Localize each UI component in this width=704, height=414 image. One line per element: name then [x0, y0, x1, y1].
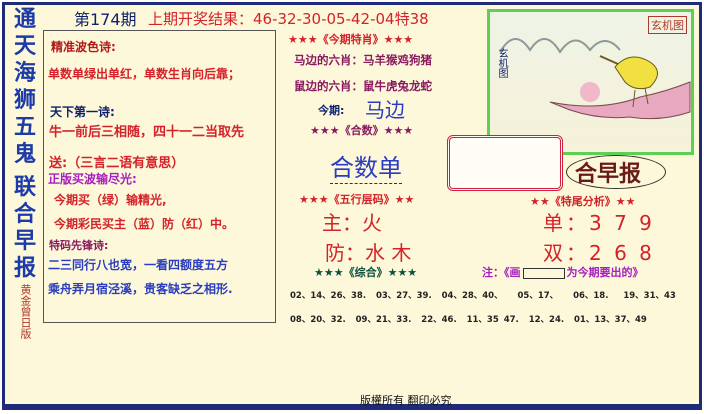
number-group: 22、46.	[421, 315, 457, 325]
numbers-row-2: 08、20、32. 09、21、33. 22、46. 11、35 47. 12、…	[290, 313, 647, 325]
highlight-frame	[447, 135, 563, 191]
this-issue-label: 今期:	[318, 104, 345, 117]
poem-title: 正版买波输尽光:	[48, 172, 137, 186]
number-group: 04、28、40、	[441, 291, 503, 301]
tail-header: ★★《特尾分析》★★	[530, 195, 636, 208]
edition-note: 黄金曾日版	[19, 284, 32, 339]
poem-line: 乘舟弄月宿泾溪，贵客缺乏之相形.	[48, 282, 233, 296]
masthead-vertical: 通 天 海 狮 五 鬼 联 合 早 报 黄金曾日版	[10, 6, 40, 339]
masthead-char: 合	[13, 201, 36, 227]
last-result-value: 46-32-30-05-42-04特38	[253, 10, 429, 28]
this-issue-value: 马边	[365, 98, 405, 122]
tail-even: 双：2 6 8	[543, 241, 655, 265]
number-group: 19、31、43	[623, 291, 676, 301]
masthead-char: 鬼	[13, 141, 36, 167]
number-group: 05、17、	[517, 291, 559, 301]
numbers-row-1: 02、14、26、38. 03、27、39. 04、28、40、 05、17、 …	[290, 289, 676, 301]
highlight-box-sample	[522, 267, 565, 279]
note-prefix: 注：《画	[482, 266, 521, 279]
poem-line: 牛一前后三相随，四十一二当取先	[49, 125, 245, 140]
horse-side-zodiac: 马边的六肖：马羊猴鸡狗猪	[294, 53, 432, 67]
wuxing-header: ★★★《五行层码》★★	[299, 193, 415, 206]
poem-title: 特码先锋诗:	[49, 239, 109, 252]
combo-note: 注：《画 为今期要出的》	[482, 264, 644, 280]
number-group: 11、35 47.	[466, 315, 519, 325]
number-group: 02、14、26、38.	[290, 291, 367, 301]
masthead-char: 海	[13, 60, 36, 86]
number-group: 09、21、33.	[355, 315, 412, 325]
note-suffix: 为今期要出的》	[566, 266, 644, 279]
number-group: 12、24.	[528, 315, 565, 325]
image-seal: 玄机图	[648, 16, 687, 34]
masthead-char: 通	[13, 6, 36, 32]
poem-title: 精准波色诗:	[51, 40, 116, 54]
number-group: 01、13、37、49	[574, 315, 647, 325]
number-group: 08、20、32.	[290, 315, 346, 325]
poem-line: 今期买（绿）输精光,	[54, 193, 167, 207]
zodiac-header: ★★★《今期特肖》★★★	[288, 33, 414, 46]
masthead-char: 狮	[13, 87, 36, 113]
issue-number: 第174期	[74, 10, 137, 29]
wuxing-main: 主：火	[322, 211, 382, 235]
poem-line: 今期彩民买主（蓝）防（红）中。	[54, 217, 235, 231]
poem-line: 二三同行八也宽，一看四额度五方	[48, 258, 229, 272]
wuxing-guard: 防：水 木	[325, 241, 412, 265]
image-side-text: 玄机图	[496, 48, 507, 78]
bird-on-branch-illustration	[499, 38, 691, 120]
number-group: 06、18.	[573, 291, 609, 301]
poem-box	[43, 30, 276, 323]
rat-side-zodiac: 鼠边的六肖：鼠牛虎兔龙蛇	[294, 79, 432, 93]
last-result: 上期开奖结果：46-32-30-05-42-04特38	[148, 8, 429, 29]
poem-title: 天下第一诗:	[50, 105, 115, 119]
brand-title: 合早报	[566, 155, 667, 189]
poem-line: 送:（三言二语有意思）	[49, 156, 185, 171]
copyright-footer: 版權所有 翻印必究	[360, 394, 452, 407]
illustration-bird-landscape: 玄机图 玄机图	[487, 9, 694, 155]
masthead-char: 报	[13, 255, 36, 281]
masthead-char: 五	[13, 114, 36, 140]
masthead-char: 天	[13, 33, 36, 59]
tail-odd: 单：3 7 9	[543, 211, 655, 235]
last-result-label: 上期开奖结果：	[148, 10, 254, 28]
masthead-char: 联	[13, 174, 36, 200]
masthead-char: 早	[13, 228, 36, 254]
poem-line: 单数单绿出单红，单数生肖向后靠；	[48, 67, 241, 81]
hesu-header: ★★★《合数》★★★	[310, 124, 414, 137]
hesu-value: 合数单	[330, 148, 402, 184]
combo-header: ★★★《综合》★★★	[314, 266, 418, 279]
number-group: 03、27、39.	[375, 291, 432, 301]
